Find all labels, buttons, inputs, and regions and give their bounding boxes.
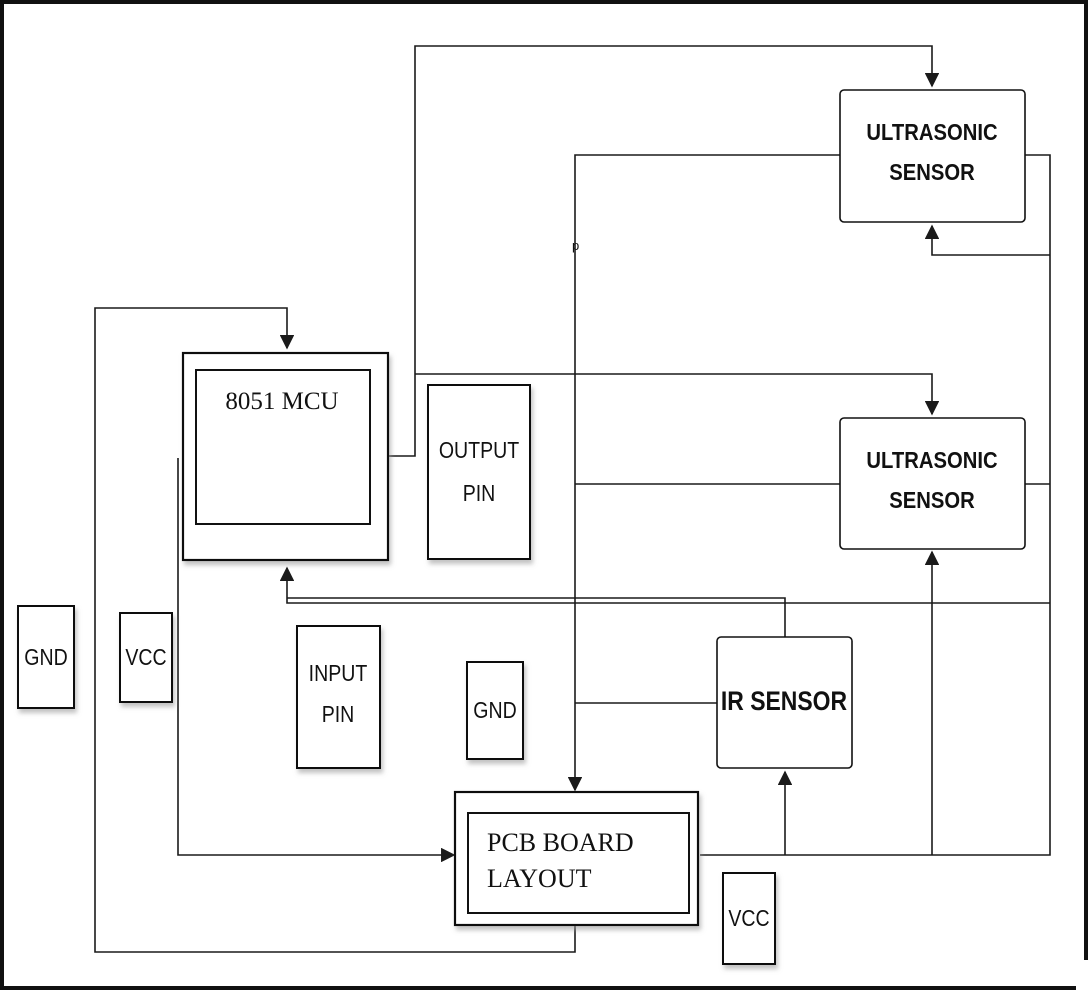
output-pin-block: OUTPUT PIN xyxy=(427,384,531,560)
pcb-inner-box xyxy=(467,812,690,914)
wire-pcb-right xyxy=(700,603,1051,856)
ultrasonic-mid-line1: ULTRASONIC xyxy=(866,447,997,474)
ultrasonic-top-line2: SENSOR xyxy=(889,159,975,186)
output-pin-box xyxy=(427,384,531,560)
wire-ultrasonic-top-to-pcb xyxy=(567,154,840,792)
input-pin-line2: PIN xyxy=(322,702,355,728)
mcu-inner-box xyxy=(195,369,371,525)
mcu-label: 8051 MCU xyxy=(225,388,338,415)
gnd-center-box xyxy=(466,661,524,760)
pcb-block: PCB BOARD LAYOUT xyxy=(453,790,700,927)
pcb-label-line1: PCB BOARD xyxy=(487,828,634,857)
wires xyxy=(94,45,1051,953)
wire-ir-to-bus xyxy=(287,597,786,637)
vcc-left-box xyxy=(119,612,173,703)
wire-bus-to-mcu xyxy=(279,566,1050,604)
vcc-bottom-block: VCC xyxy=(722,872,776,965)
ultrasonic-sensor-mid-block: ULTRASONIC SENSOR xyxy=(839,417,1026,550)
vcc-bottom-box xyxy=(722,872,776,965)
wire-right-bus-top xyxy=(1025,154,1051,603)
gnd-center-block: GND xyxy=(466,661,524,760)
gnd-left-box xyxy=(17,605,75,709)
vcc-bottom-label: VCC xyxy=(728,906,769,932)
ir-sensor-box xyxy=(716,636,853,769)
input-pin-block: INPUT PIN xyxy=(296,625,381,769)
wire-return-ultrasonic-top xyxy=(924,224,1050,256)
wire-mcu-to-ultrasonic-mid xyxy=(415,373,940,416)
output-pin-line2: PIN xyxy=(463,481,496,507)
input-pin-line1: INPUT xyxy=(309,661,368,687)
pcb-label-line2: LAYOUT xyxy=(487,864,592,893)
ultrasonic-top-box xyxy=(839,89,1026,223)
vcc-left-block: VCC xyxy=(119,612,173,703)
frame-corner-gap xyxy=(1076,960,1088,990)
gnd-left-label: GND xyxy=(24,645,67,671)
ir-sensor-label: IR SENSOR xyxy=(721,686,847,716)
ultrasonic-mid-line2: SENSOR xyxy=(889,487,975,514)
wire-outer-loop-to-mcu xyxy=(94,307,576,953)
input-pin-box xyxy=(296,625,381,769)
mcu-block: 8051 MCU xyxy=(181,351,390,562)
vcc-left-label: VCC xyxy=(125,645,166,671)
wire-left-to-pcb xyxy=(177,458,456,863)
wire-mcu-to-ultrasonic-top xyxy=(388,45,940,457)
gnd-center-label: GND xyxy=(473,698,516,724)
ultrasonic-top-line1: ULTRASONIC xyxy=(866,119,997,146)
wire-mark: p xyxy=(572,238,579,253)
output-pin-line1: OUTPUT xyxy=(439,438,519,464)
ultrasonic-sensor-top-block: ULTRASONIC SENSOR xyxy=(839,89,1026,223)
gnd-left-block: GND xyxy=(17,605,75,709)
ultrasonic-mid-box xyxy=(839,417,1026,550)
ir-sensor-block: IR SENSOR xyxy=(716,636,853,769)
